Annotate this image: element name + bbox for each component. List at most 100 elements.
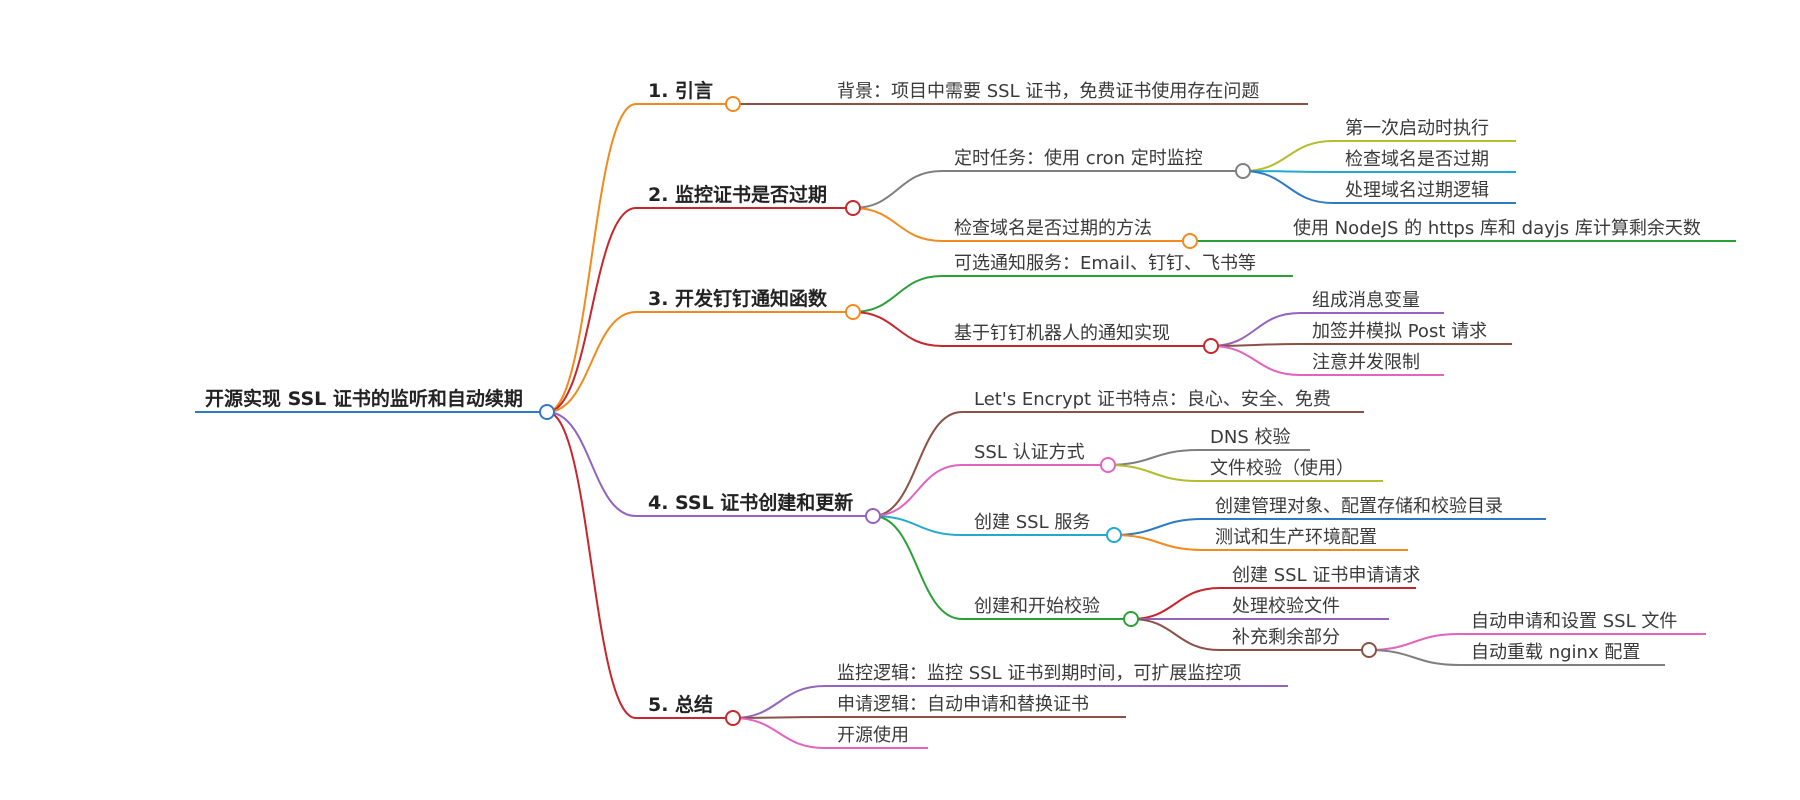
node-n5_2[interactable]: 申请逻辑：自动申请和替换证书 (825, 694, 1126, 718)
link-n2_1_3 (1242, 170, 1345, 204)
node-n4_4_1[interactable]: 创建 SSL 证书申请请求 (1220, 565, 1420, 589)
node-label: 自动申请和设置 SSL 文件 (1471, 611, 1677, 632)
node-n2_1[interactable]: 定时任务：使用 cron 定时监控 (942, 148, 1251, 179)
node-n4_4_3_1[interactable]: 自动申请和设置 SSL 文件 (1459, 611, 1706, 635)
mindmap-links (546, 102, 1471, 749)
node-label: 测试和生产环境配置 (1215, 527, 1377, 548)
node-n2_1_2[interactable]: 检查域名是否过期 (1333, 149, 1516, 173)
node-label: 开源实现 SSL 证书的监听和自动续期 (205, 387, 523, 410)
node-label: 基于钉钉机器人的通知实现 (954, 323, 1170, 344)
collapse-toggle[interactable] (725, 710, 741, 726)
node-n4_4[interactable]: 创建和开始校验 (962, 596, 1139, 627)
link-n5 (546, 411, 648, 719)
collapse-toggle[interactable] (1100, 457, 1116, 473)
node-n4_3_1[interactable]: 创建管理对象、配置存储和校验目录 (1203, 496, 1546, 520)
link-n4_4_1 (1130, 587, 1232, 620)
node-n4_3[interactable]: 创建 SSL 服务 (962, 512, 1122, 543)
node-label: 可选通知服务：Email、钉钉、飞书等 (954, 253, 1256, 274)
node-label: SSL 认证方式 (974, 442, 1085, 463)
collapse-toggle[interactable] (1106, 527, 1122, 543)
node-label: 5. 总结 (648, 693, 713, 716)
collapse-toggle[interactable] (865, 508, 881, 524)
node-n2_2[interactable]: 检查域名是否过期的方法 (942, 218, 1198, 249)
node-n4_4_2[interactable]: 处理校验文件 (1220, 596, 1389, 620)
link-n4_3_1 (1113, 518, 1215, 536)
link-n4_2_2 (1107, 464, 1210, 482)
node-n3[interactable]: 3. 开发钉钉通知函数 (636, 287, 861, 320)
node-n3_2_3[interactable]: 注意并发限制 (1300, 352, 1444, 376)
node-label: 创建和开始校验 (974, 596, 1100, 617)
node-label: 文件校验（使用） (1210, 458, 1354, 479)
node-n5[interactable]: 5. 总结 (636, 693, 741, 726)
node-n1[interactable]: 1. 引言 (636, 79, 741, 112)
node-n4_3_2[interactable]: 测试和生产环境配置 (1203, 527, 1408, 551)
link-n5_2 (732, 716, 837, 719)
link-n3_2_3 (1210, 345, 1312, 376)
node-label: 处理域名过期逻辑 (1345, 180, 1489, 201)
node-label: 1. 引言 (648, 79, 713, 102)
link-n2_2 (852, 207, 954, 242)
collapse-toggle[interactable] (1123, 611, 1139, 627)
node-n3_2_2[interactable]: 加签并模拟 Post 请求 (1300, 321, 1512, 345)
node-n3_2_1[interactable]: 组成消息变量 (1300, 290, 1444, 314)
node-label: 背景：项目中需要 SSL 证书，免费证书使用存在问题 (837, 81, 1259, 102)
collapse-toggle[interactable] (845, 200, 861, 216)
node-label: 使用 NodeJS 的 https 库和 dayjs 库计算剩余天数 (1293, 218, 1701, 239)
root-node[interactable]: 开源实现 SSL 证书的监听和自动续期 (195, 387, 555, 420)
node-label: 自动重载 nginx 配置 (1471, 642, 1640, 663)
collapse-toggle[interactable] (1203, 338, 1219, 354)
node-label: 检查域名是否过期 (1345, 149, 1489, 170)
node-n4_4_3_2[interactable]: 自动重载 nginx 配置 (1459, 642, 1665, 666)
node-n4[interactable]: 4. SSL 证书创建和更新 (636, 491, 881, 524)
node-label: 注意并发限制 (1312, 352, 1420, 373)
link-n5_1 (732, 685, 837, 719)
node-label: 加签并模拟 Post 请求 (1312, 321, 1487, 342)
node-label: 2. 监控证书是否过期 (648, 183, 827, 206)
node-label: 创建 SSL 证书申请请求 (1232, 565, 1420, 586)
node-n2_1_1[interactable]: 第一次启动时执行 (1333, 118, 1516, 142)
node-n4_4_3[interactable]: 补充剩余部分 (1220, 627, 1377, 658)
node-n3_2[interactable]: 基于钉钉机器人的通知实现 (942, 323, 1219, 354)
node-label: 组成消息变量 (1312, 290, 1420, 311)
node-n4_1[interactable]: Let's Encrypt 证书特点：良心、安全、免费 (962, 389, 1364, 413)
node-n5_1[interactable]: 监控逻辑：监控 SSL 证书到期时间，可扩展监控项 (825, 663, 1288, 687)
node-label: DNS 校验 (1210, 427, 1290, 448)
link-n4_3 (872, 515, 974, 536)
node-label: 补充剩余部分 (1232, 627, 1340, 648)
link-n4_4_3_1 (1368, 633, 1471, 651)
link-n2_1_1 (1242, 140, 1345, 172)
link-n3_2_2 (1210, 343, 1312, 347)
collapse-toggle[interactable] (1235, 163, 1251, 179)
link-n4_4_3 (1130, 618, 1232, 651)
node-n4_2_2[interactable]: 文件校验（使用） (1198, 458, 1383, 482)
node-n2_1_3[interactable]: 处理域名过期逻辑 (1333, 180, 1516, 204)
node-n4_2_1[interactable]: DNS 校验 (1198, 427, 1310, 451)
node-label: 创建 SSL 服务 (974, 512, 1090, 533)
node-label: 监控逻辑：监控 SSL 证书到期时间，可扩展监控项 (837, 663, 1241, 684)
link-n2 (546, 207, 648, 413)
link-n2_1_2 (1242, 170, 1345, 173)
node-n5_3[interactable]: 开源使用 (825, 725, 928, 749)
link-n5_3 (732, 717, 837, 749)
link-n4_3_2 (1113, 534, 1215, 551)
link-n4_4 (872, 515, 974, 620)
node-label: Let's Encrypt 证书特点：良心、安全、免费 (974, 389, 1331, 410)
node-n4_2[interactable]: SSL 认证方式 (962, 442, 1116, 473)
node-n2_2_1[interactable]: 使用 NodeJS 的 https 库和 dayjs 库计算剩余天数 (1281, 218, 1736, 242)
node-n2[interactable]: 2. 监控证书是否过期 (636, 183, 861, 216)
link-n3_2 (852, 311, 954, 347)
node-label: 创建管理对象、配置存储和校验目录 (1215, 496, 1503, 517)
link-n4_4_3_2 (1368, 649, 1471, 666)
link-n2_1 (852, 170, 954, 209)
node-n1_1[interactable]: 背景：项目中需要 SSL 证书，免费证书使用存在问题 (825, 81, 1308, 105)
collapse-toggle[interactable] (725, 96, 741, 112)
collapse-toggle[interactable] (1182, 233, 1198, 249)
link-n3 (546, 311, 648, 413)
collapse-toggle[interactable] (1361, 642, 1377, 658)
collapse-toggle[interactable] (845, 304, 861, 320)
collapse-toggle[interactable] (539, 404, 555, 420)
node-n3_1[interactable]: 可选通知服务：Email、钉钉、飞书等 (942, 253, 1293, 277)
node-label: 4. SSL 证书创建和更新 (648, 491, 853, 514)
node-label: 检查域名是否过期的方法 (954, 218, 1152, 239)
node-label: 开源使用 (837, 725, 909, 746)
